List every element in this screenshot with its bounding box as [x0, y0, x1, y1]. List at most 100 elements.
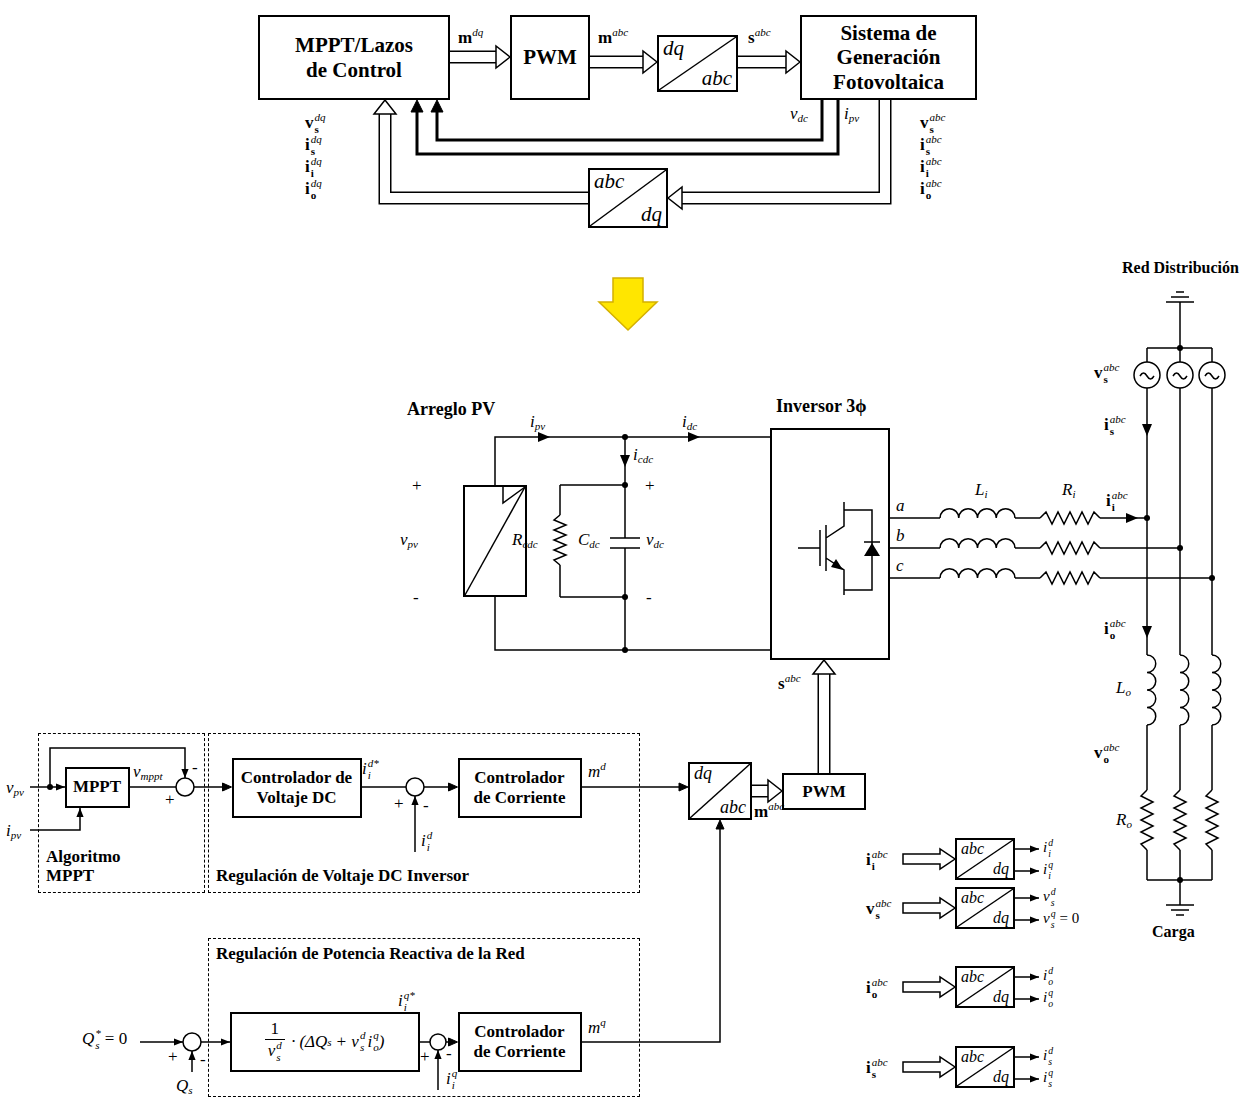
vector-symbol: i	[1106, 491, 1111, 510]
variable: i	[1043, 989, 1047, 1005]
variable: i	[1043, 839, 1047, 855]
signal-label: Qs	[176, 1076, 193, 1098]
signal-label: vdc	[646, 530, 664, 552]
script-stack: abci	[926, 156, 942, 179]
signal-label: -	[423, 796, 429, 816]
subscript: o	[373, 1042, 379, 1054]
vector-symbol: i	[866, 1058, 871, 1077]
transform-box: abcdq	[955, 1046, 1015, 1088]
signal-label: Rcdc	[512, 530, 538, 552]
subscript: i	[452, 1080, 458, 1092]
transform-box: abcdq	[955, 966, 1015, 1008]
signal-label: sabc	[748, 26, 771, 48]
variable: Q	[176, 1076, 188, 1095]
signal-label: iabcs	[866, 1057, 888, 1080]
superscript: *	[95, 1028, 101, 1040]
signal-label: vds	[1043, 887, 1056, 908]
box-label: Controlador de Corriente	[465, 768, 575, 807]
variable: L	[1116, 678, 1125, 697]
superscript: abc	[755, 26, 771, 38]
variable: R	[1116, 810, 1126, 829]
signal-label: vpv	[400, 530, 418, 552]
signal-label: vqs= 0	[1043, 909, 1079, 930]
superscript: d*	[368, 758, 379, 770]
vector-symbol: i	[305, 157, 310, 176]
subscript: s	[188, 1084, 192, 1096]
superscript: abc	[872, 849, 888, 861]
signal-label: mdq	[458, 26, 483, 48]
box-label: Sistema de Generación Fotovoltaica	[824, 21, 954, 93]
transform-label: abc	[720, 798, 746, 818]
variable: v	[1043, 888, 1050, 904]
superscript: dq	[315, 112, 326, 124]
variable: i	[1043, 1047, 1047, 1063]
superscript: dq	[472, 26, 483, 38]
connector	[590, 51, 657, 73]
script-stack: abcs	[926, 134, 942, 157]
subscript: s	[327, 1036, 331, 1048]
signal-label: Li	[975, 480, 988, 502]
sign: -	[192, 758, 198, 777]
signal-label: Cdc	[578, 530, 600, 552]
connector	[495, 437, 770, 485]
superscript: d	[1051, 887, 1056, 897]
signal-label: +	[420, 1047, 430, 1067]
subscript: cdc	[638, 453, 653, 465]
process-box: Controlador de Corriente	[458, 758, 582, 818]
script-stack: ds	[276, 1040, 282, 1063]
subscript: s	[360, 1042, 366, 1054]
script-stack: abcs	[1110, 414, 1126, 437]
heading-label: Carga	[1152, 923, 1195, 940]
fraction: 1vds	[265, 1019, 285, 1063]
connector	[450, 46, 510, 68]
superscript: d	[600, 760, 606, 772]
variable: i	[1043, 1069, 1047, 1085]
superscript: d	[1048, 966, 1053, 976]
vector-symbol: m	[754, 802, 768, 821]
superscript: abc	[1104, 362, 1120, 374]
script-stack: abco	[926, 178, 942, 201]
operator: ·	[291, 1032, 297, 1052]
subscript: pv	[408, 538, 418, 550]
subscript: s	[1048, 1057, 1053, 1067]
vector-symbol: i	[866, 978, 871, 997]
script-stack: abcs	[1104, 362, 1120, 385]
superscript: q	[452, 1068, 458, 1080]
transform-label: dq	[663, 37, 684, 60]
signal-label: c	[896, 556, 904, 576]
superscript: d	[1048, 1046, 1053, 1056]
signal-label: idqo	[305, 178, 322, 201]
vector-symbol: v	[305, 113, 314, 132]
signal-label: ids	[1043, 1046, 1053, 1067]
variable: v	[646, 530, 654, 549]
variable: + v	[336, 1032, 359, 1052]
subscript: o	[311, 190, 322, 202]
sign: -	[646, 588, 652, 607]
subscript: i	[1112, 502, 1128, 514]
vector-symbol: i	[305, 135, 310, 154]
script-stack: do	[1048, 966, 1053, 986]
superscript: q	[373, 1030, 379, 1042]
variable: R	[512, 530, 522, 549]
subscript: o	[1048, 999, 1053, 1009]
signal-label: Ri	[1062, 480, 1075, 502]
variable: b	[896, 526, 905, 545]
process-box: Controlador de Voltaje DC	[232, 758, 362, 818]
superscript: q	[1048, 860, 1053, 870]
script-stack: ds	[1051, 887, 1056, 907]
vector-symbol: s	[778, 674, 785, 693]
script-stack: abco	[872, 977, 888, 1000]
component-heading: Arreglo PV	[407, 399, 495, 420]
signal-label: iqo	[1043, 988, 1053, 1009]
superscript: d	[1048, 838, 1053, 848]
box-label: Controlador de Voltaje DC	[239, 768, 355, 807]
subscript: o	[1104, 754, 1120, 766]
signal-label: idc	[682, 412, 697, 434]
transform-label: abc	[961, 889, 984, 907]
sign: +	[412, 476, 422, 495]
process-box: MPPT	[65, 767, 130, 808]
signal-label: iqi	[1043, 860, 1053, 881]
script-stack: qs	[1048, 1068, 1053, 1088]
yellow-arrow	[599, 278, 657, 330]
variable: i	[633, 445, 638, 464]
